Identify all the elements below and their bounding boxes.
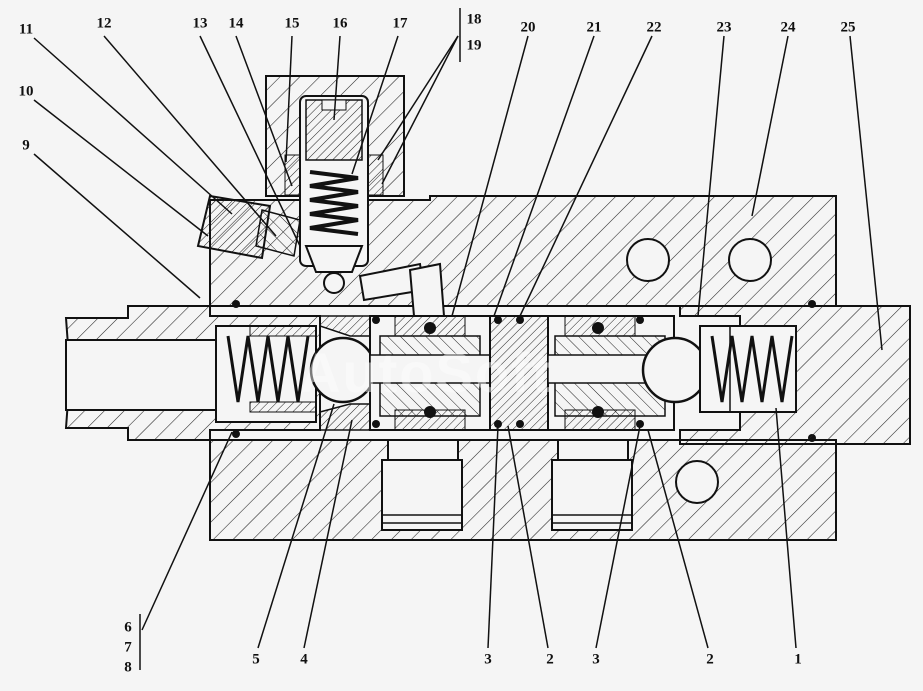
- left-check-spring: [226, 325, 317, 413]
- callout-20: 20: [520, 19, 536, 36]
- callout-11: 11: [18, 21, 34, 38]
- callout-7: 7: [124, 639, 132, 656]
- callout-3b: 3: [592, 651, 600, 668]
- callout-15: 15: [284, 15, 300, 32]
- center-spool-land: [489, 315, 549, 431]
- bottom-plug-left: [381, 439, 463, 531]
- callout-2b: 2: [706, 651, 714, 668]
- callout-21: 21: [586, 19, 602, 36]
- callout-8: 8: [124, 659, 132, 676]
- angled-pin: [358, 262, 446, 317]
- left-seat-top: [319, 315, 371, 337]
- watermark: AutoSoft: [300, 341, 553, 404]
- callout-24: 24: [780, 19, 796, 36]
- callout-18: 18: [466, 11, 482, 28]
- callout-1: 1: [794, 651, 802, 668]
- callout-25: 25: [840, 19, 856, 36]
- callout-6: 6: [124, 619, 132, 636]
- callout-5: 5: [252, 651, 260, 668]
- callout-9: 9: [22, 137, 30, 154]
- callout-2a: 2: [546, 651, 554, 668]
- callout-13: 13: [192, 15, 208, 32]
- right-end-plug: [679, 305, 911, 445]
- callout-12: 12: [96, 15, 112, 32]
- callout-10: 10: [18, 83, 34, 100]
- callout-17: 17: [392, 15, 408, 32]
- right-check-ball: [641, 336, 709, 404]
- callout-14: 14: [228, 15, 244, 32]
- callout-16: 16: [332, 15, 348, 32]
- callout-19: 19: [466, 37, 482, 54]
- callout-23: 23: [716, 19, 732, 36]
- leader-lines: [33, 8, 883, 670]
- callout-22: 22: [646, 19, 662, 36]
- right-spool: [547, 315, 675, 431]
- callout-4: 4: [300, 651, 308, 668]
- bottom-plug-right: [551, 439, 633, 531]
- callout-3a: 3: [484, 651, 492, 668]
- body-ports: [626, 238, 772, 504]
